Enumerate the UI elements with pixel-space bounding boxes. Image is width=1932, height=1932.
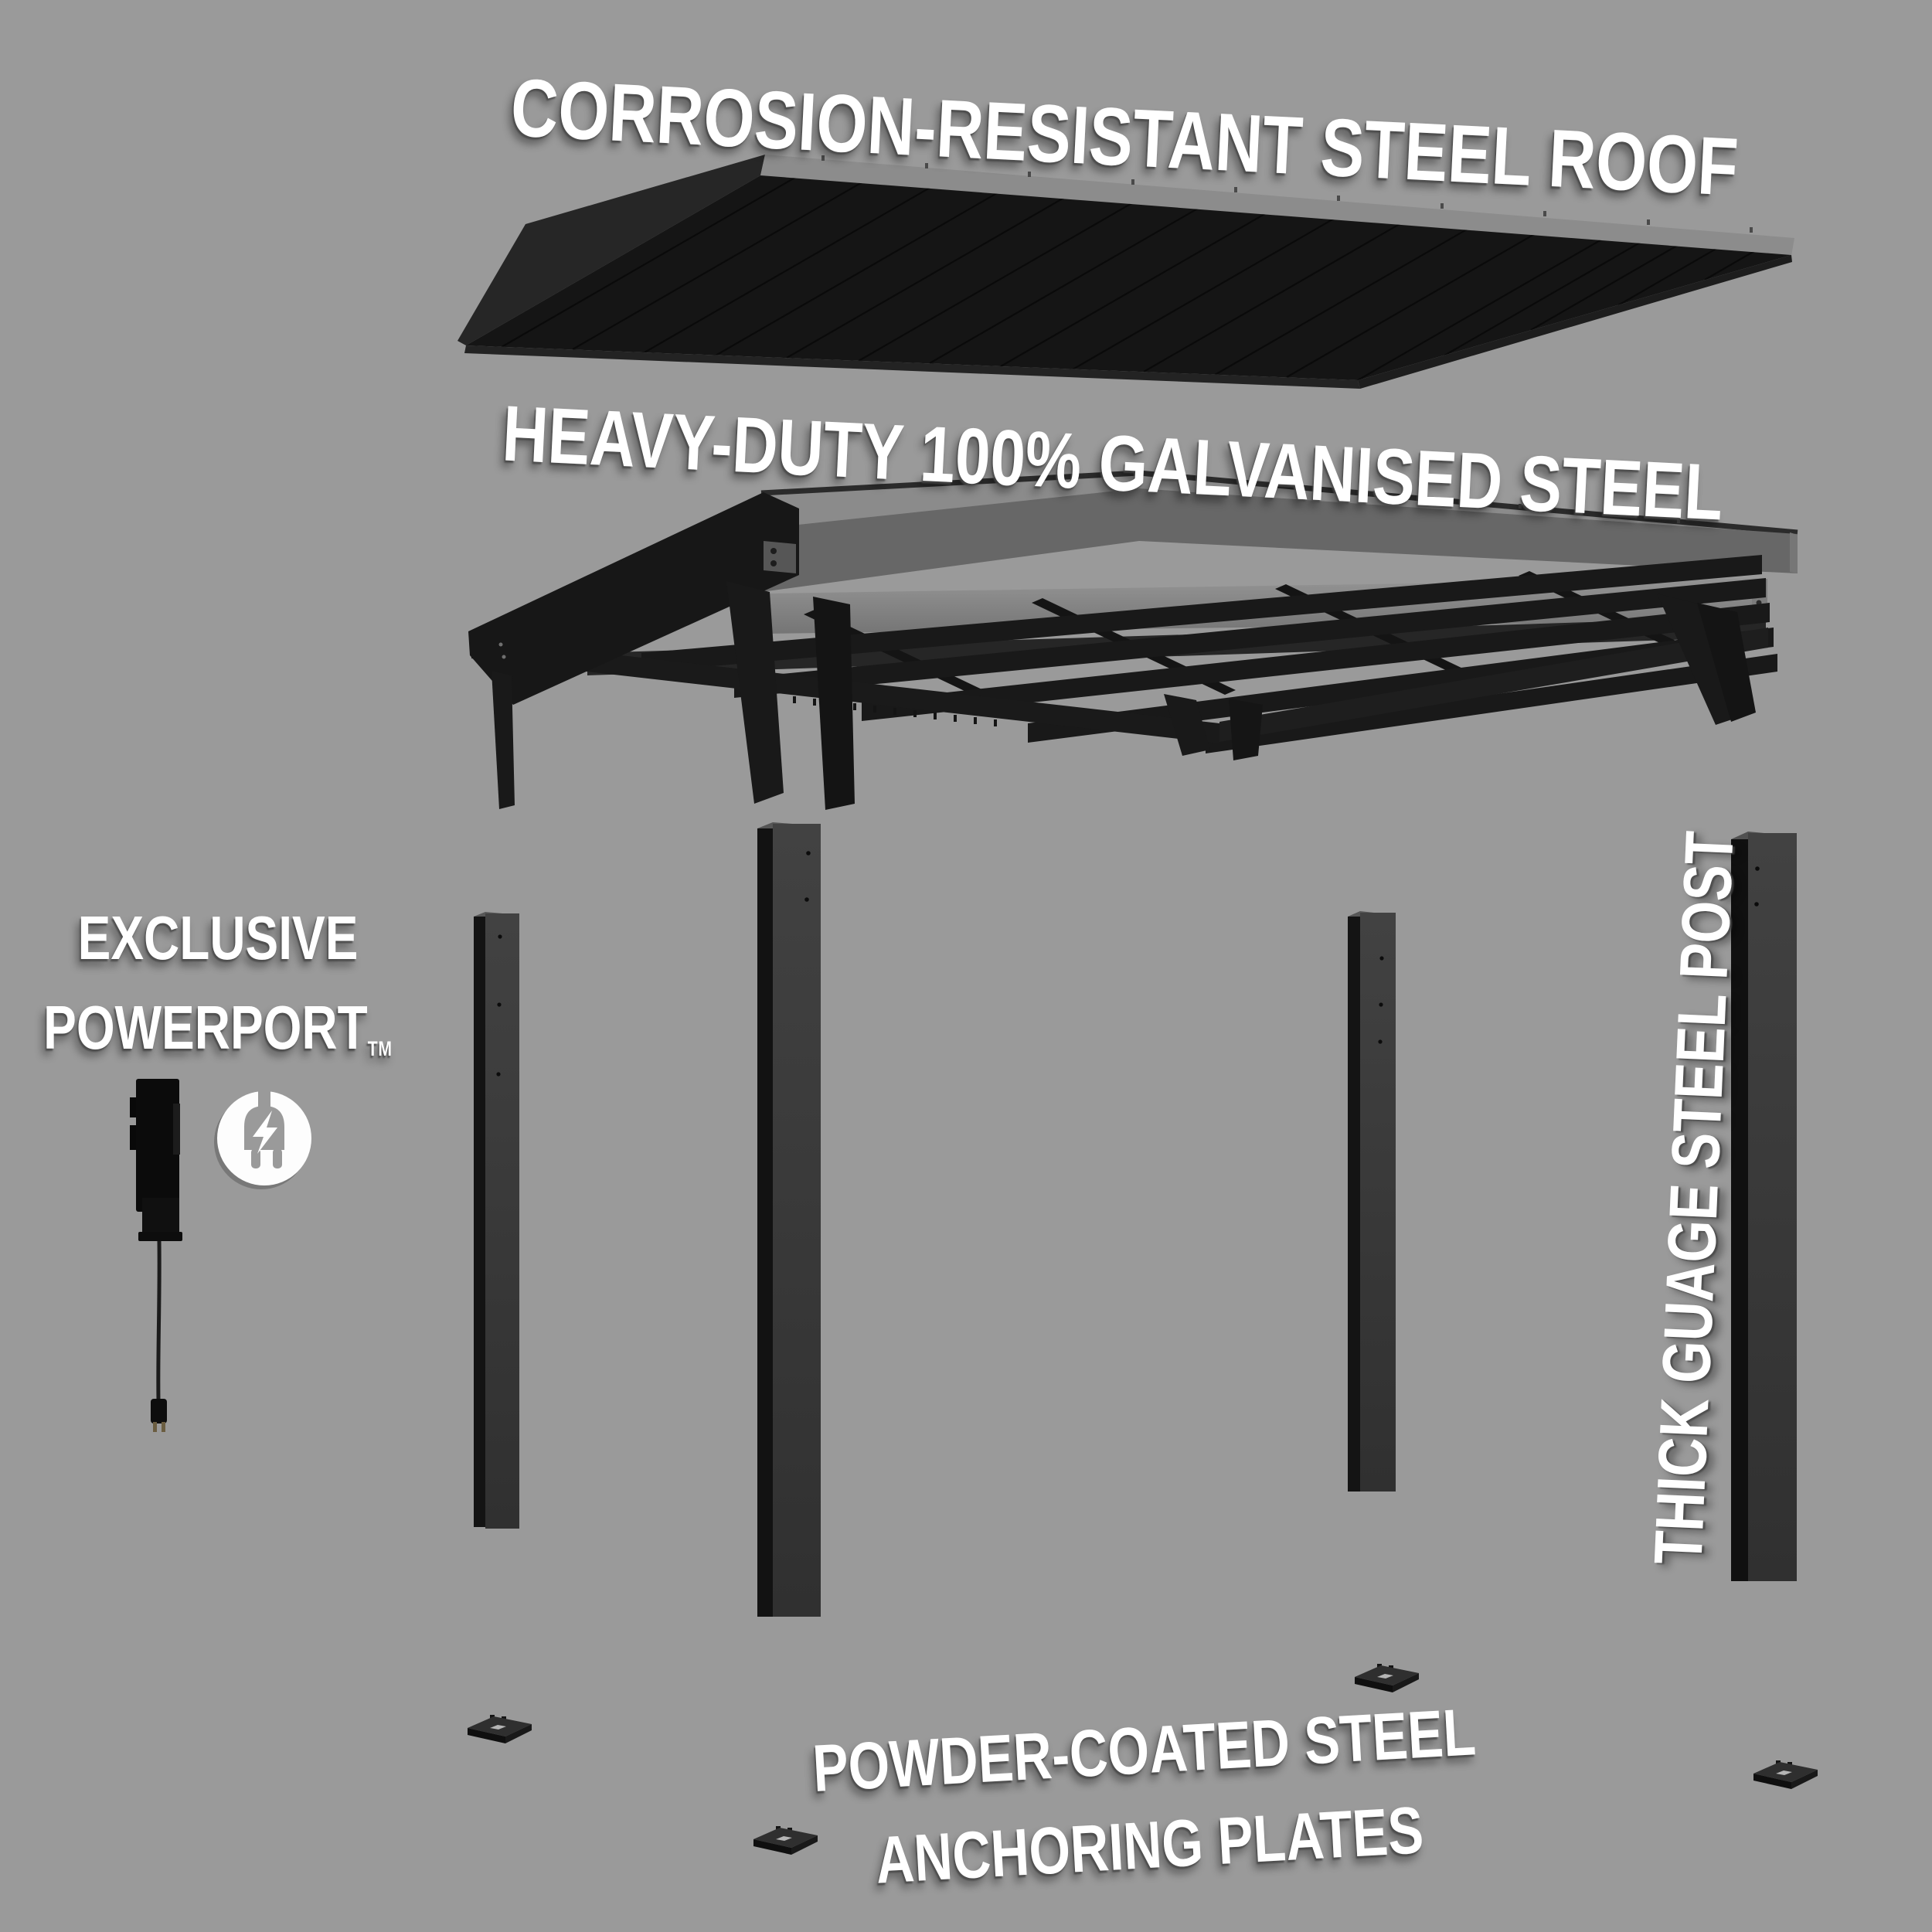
powerport-socket-panel <box>173 1104 180 1155</box>
plate-side <box>1393 1673 1419 1692</box>
powerport-base <box>138 1232 182 1241</box>
frame-fascia <box>761 488 1798 592</box>
post-side-face <box>474 917 485 1527</box>
roof-left-edge <box>457 155 765 345</box>
plug-prong <box>153 1422 157 1432</box>
post-hole <box>1755 866 1760 871</box>
knee-brace <box>813 597 855 810</box>
roof-panel <box>457 155 1794 389</box>
frame-left-beam <box>468 492 799 705</box>
label-plates: POWDER-COATED STEEL ANCHORING PLATES <box>810 1685 1483 1911</box>
plate-slot <box>1377 1674 1393 1679</box>
roof-fascia <box>760 155 1794 256</box>
post-hole <box>804 897 809 902</box>
power-cable <box>156 1240 162 1401</box>
post-hole <box>498 934 502 939</box>
bolt-hole <box>770 548 777 554</box>
post-hole <box>806 851 811 855</box>
powerport-tab <box>130 1097 137 1117</box>
frame-top-lip <box>760 470 1798 536</box>
post-hole <box>1754 902 1759 906</box>
plate-side <box>791 1835 818 1855</box>
beam-bolt <box>498 642 503 647</box>
powerport-lower-box <box>142 1198 179 1236</box>
steel-post-4 <box>1731 832 1797 1581</box>
powerport-device <box>130 1079 182 1432</box>
plug-prong <box>162 1422 165 1432</box>
plate-front <box>1753 1774 1791 1789</box>
bolt-hole <box>770 560 777 566</box>
knee-brace <box>1164 694 1210 756</box>
knee-brace <box>1697 603 1756 722</box>
steel-post-2 <box>757 822 821 1617</box>
post-side-face <box>1348 917 1360 1492</box>
plate-side <box>505 1724 532 1743</box>
post-side-face <box>757 828 773 1617</box>
power-plug <box>151 1399 167 1423</box>
plate-slot <box>776 1836 792 1841</box>
roof-fascia-bolts <box>821 155 1753 233</box>
knee-brace <box>1229 699 1263 760</box>
label-powerport: EXCLUSIVE POWERPORTTM <box>43 893 393 1073</box>
steel-post-3 <box>1348 911 1396 1492</box>
post-hole <box>496 1072 501 1077</box>
label-powerport-line1: EXCLUSIVE <box>77 903 359 972</box>
post-front-face <box>1748 833 1797 1581</box>
steel-post-1 <box>474 912 519 1529</box>
knee-brace <box>492 671 515 809</box>
post-hole <box>1378 1039 1383 1044</box>
plate-side <box>1791 1770 1818 1789</box>
roof-underside <box>466 175 1791 380</box>
frame-top-band <box>761 474 1798 534</box>
plate-slot <box>490 1725 506 1730</box>
post-side-face <box>1731 839 1748 1581</box>
plate-front <box>1355 1677 1393 1692</box>
anchor-plate-2 <box>753 1826 818 1855</box>
beam-bolt <box>502 655 506 659</box>
lightning-bolt-icon <box>253 1111 277 1154</box>
plate-front <box>468 1728 505 1743</box>
plate-slot <box>1776 1770 1792 1775</box>
roof-right-front-edge <box>1358 255 1792 389</box>
roof-front-edge <box>464 345 1360 389</box>
frame-fascia-bolts <box>1202 476 1680 523</box>
post-front-face <box>485 913 519 1529</box>
anchor-plate-1 <box>468 1715 532 1743</box>
powerport-body <box>136 1079 179 1212</box>
anchor-plate-3 <box>1355 1664 1419 1692</box>
frame-fascia-endcap <box>1790 532 1798 573</box>
frame-beam-endcap-left <box>764 541 796 573</box>
post-front-face <box>1360 913 1396 1492</box>
post-hole <box>497 1002 502 1007</box>
knee-braces <box>492 581 1756 810</box>
post-hole <box>1379 1002 1383 1007</box>
anchor-plate-4 <box>1753 1760 1818 1789</box>
post-front-face <box>773 824 821 1617</box>
trademark-symbol: TM <box>367 1037 393 1061</box>
roof-frame <box>468 470 1798 810</box>
powerport-tab <box>130 1125 137 1150</box>
frame-rafters <box>641 555 1777 753</box>
powerport-icon <box>214 1085 311 1189</box>
knee-brace <box>726 581 784 804</box>
frame-chord-right <box>1219 628 1768 742</box>
post-hole <box>1379 956 1384 961</box>
label-powerport-line2: POWERPORTTM <box>43 993 393 1062</box>
plate-front <box>753 1839 791 1855</box>
